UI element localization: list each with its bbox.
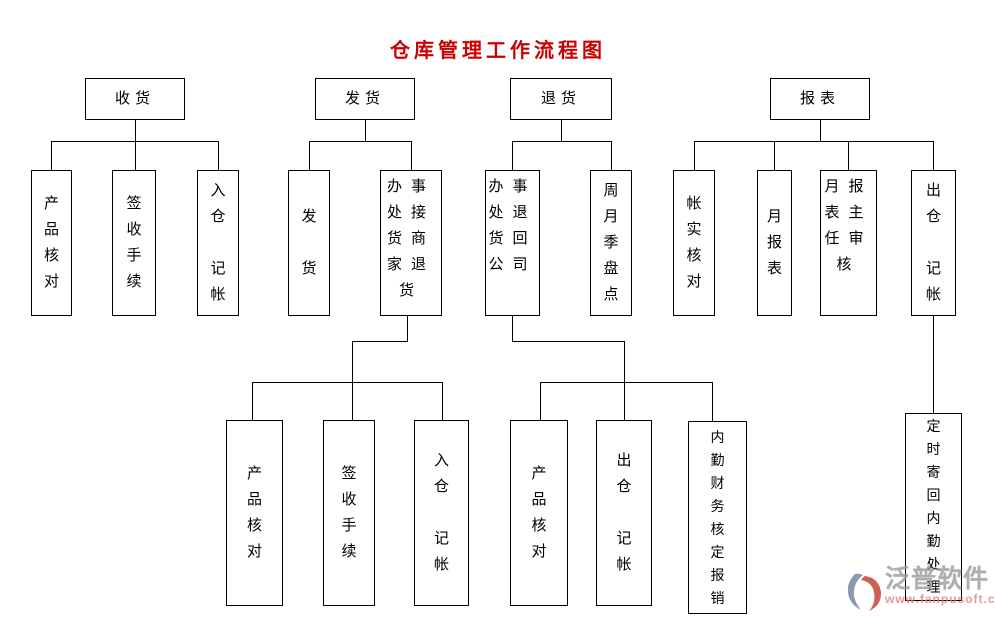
node-returns2-finance-reimbursement: 内 勤 财 务 核 定 报 销 bbox=[688, 421, 747, 614]
node-reports-account-verification: 帐 实 核 对 bbox=[673, 170, 715, 316]
node-reports2-mail-back-processing: 定 时 寄 回 内 勤 处 理 bbox=[905, 413, 962, 601]
node-reports-outbound-bookkeeping: 出 仓 记 帐 bbox=[911, 170, 956, 316]
node-shipping2-product-check: 产 品 核 对 bbox=[226, 420, 283, 606]
node-returns-office-return-to-company: 办事 处退 货回 公司 bbox=[485, 170, 540, 316]
node-shipping2-warehouse-bookkeeping: 入 仓 记 帐 bbox=[414, 420, 469, 606]
node-returns2-outbound-bookkeeping: 出 仓 记 帐 bbox=[596, 420, 652, 606]
node-receiving-warehouse-bookkeeping: 入 仓 记 帐 bbox=[197, 170, 239, 316]
node-reports-director-review: 月报 表主 任审 核 bbox=[820, 170, 877, 316]
group-box-returns: 退货 bbox=[510, 78, 612, 120]
group-box-shipping: 发货 bbox=[315, 78, 415, 120]
node-shipping-dispatch: 发 货 bbox=[288, 170, 330, 316]
node-shipping-office-receive-merchant-return: 办事 处接 货商 家退 货 bbox=[380, 170, 442, 316]
node-returns2-product-check: 产 品 核 对 bbox=[510, 420, 568, 606]
node-receiving-product-check: 产 品 核 对 bbox=[31, 170, 72, 316]
node-receiving-sign-procedure: 签 收 手 续 bbox=[112, 170, 156, 316]
group-box-reports: 报表 bbox=[770, 78, 870, 120]
node-reports-monthly-report: 月 报 表 bbox=[757, 170, 792, 316]
group-box-receiving: 收货 bbox=[85, 78, 185, 120]
node-shipping2-sign-procedure: 签 收 手 续 bbox=[323, 420, 375, 606]
page-title: 仓库管理工作流程图 bbox=[390, 40, 606, 62]
node-returns-period-stocktake: 周 月 季 盘 点 bbox=[590, 170, 632, 316]
